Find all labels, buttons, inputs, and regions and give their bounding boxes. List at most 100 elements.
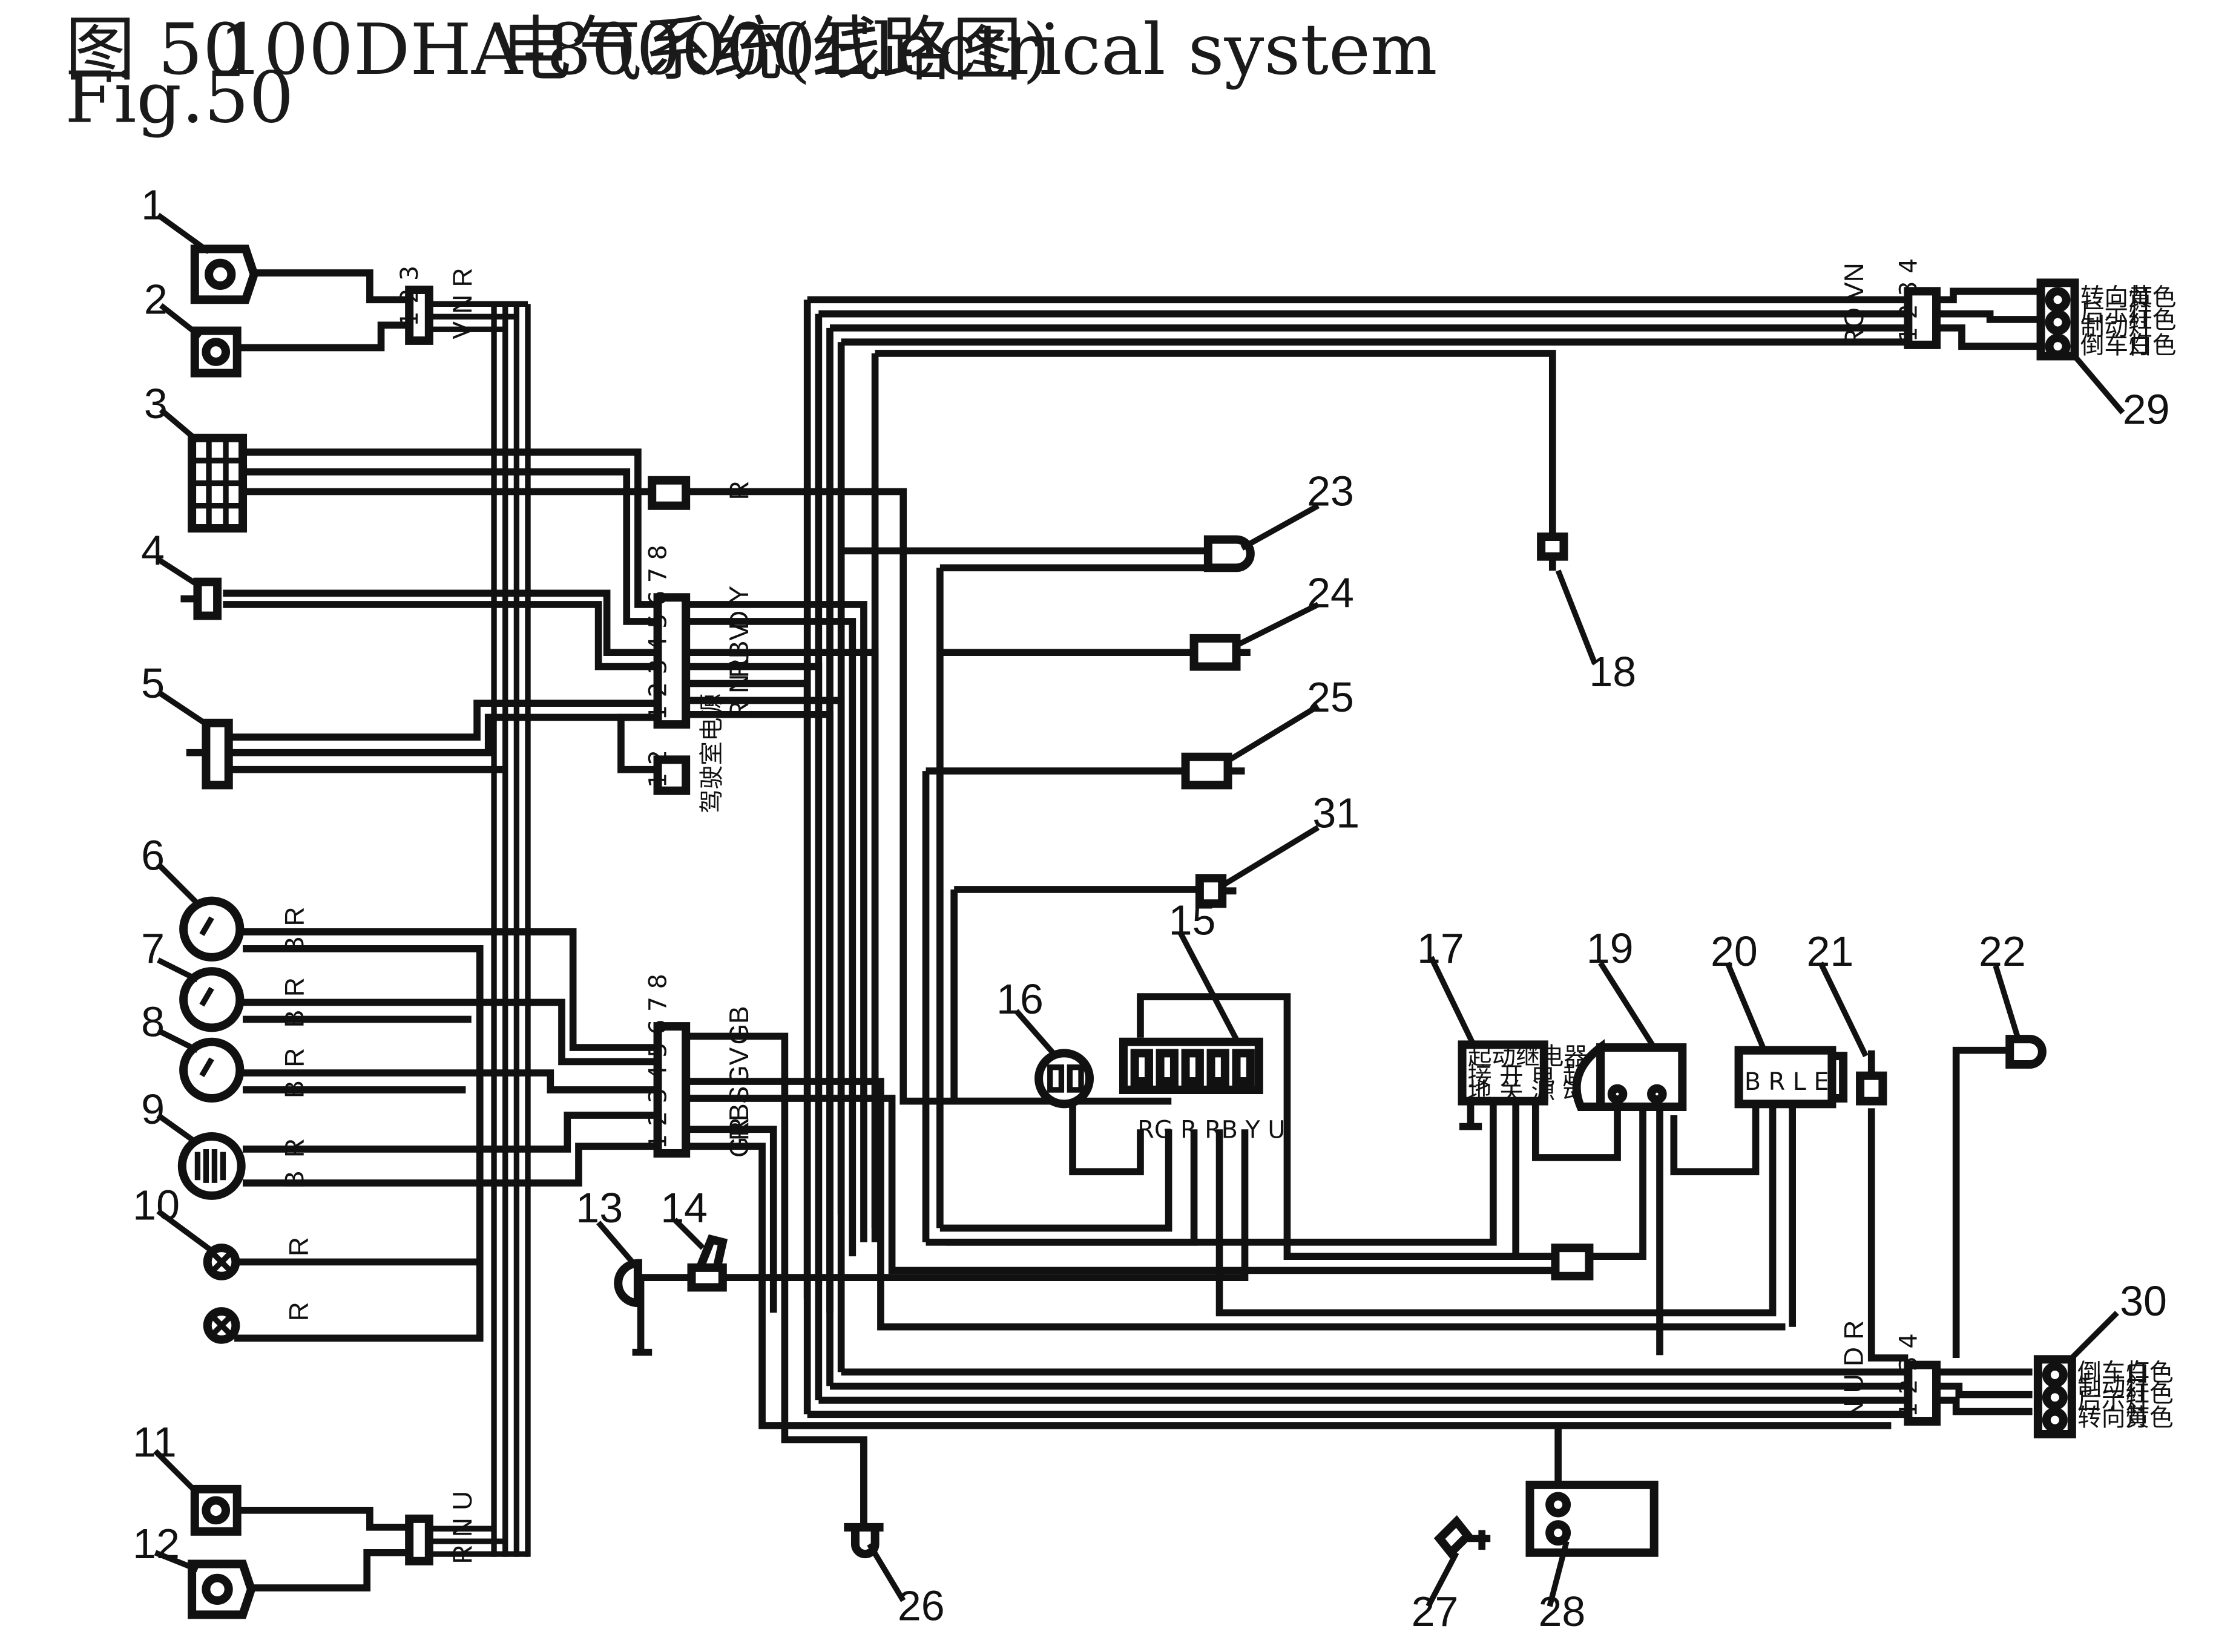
main-switch-27 <box>1433 1515 1474 1559</box>
pins-cab: 1 2 <box>645 750 672 788</box>
callout-leaders <box>153 212 2125 1608</box>
callout-16: 16 <box>996 975 1044 1023</box>
wire-code-7r: R <box>280 977 309 997</box>
connector-main-harness <box>653 593 691 729</box>
connector-starter <box>1551 1244 1594 1280</box>
sensor-24 <box>1189 634 1241 671</box>
callout-28: 28 <box>1538 1588 1585 1635</box>
rear-bot-l4: 转向灯 <box>2077 1404 2149 1432</box>
callout-11: 11 <box>133 1418 177 1466</box>
sensor-26 <box>844 1523 884 1559</box>
callout-26: 26 <box>898 1582 945 1630</box>
callout-31: 31 <box>1312 789 1360 836</box>
sensor-23 <box>1203 535 1255 572</box>
wire-labels: V N R R N U R D Y RBV R N U GB SGV RB GR… <box>280 263 2176 1564</box>
callout-4: 4 <box>141 527 165 574</box>
callout-3: 3 <box>144 380 168 427</box>
rear-top-c23: 红色 <box>2128 306 2176 334</box>
callout-30: 30 <box>2120 1277 2167 1325</box>
bulb-icon <box>205 258 236 290</box>
rear-top-l4: 倒车灯 <box>2080 332 2152 359</box>
sensor-25 <box>1181 752 1232 790</box>
sensor-4 <box>193 577 222 620</box>
wire-code-rear-bottom: N U D R <box>1840 1320 1869 1420</box>
callout-1: 1 <box>141 181 165 228</box>
wire-code-7b: B <box>280 1010 309 1028</box>
wire-code-vnr: V N R <box>448 267 478 339</box>
wire-code-rear-top: RO VN <box>1840 263 1869 347</box>
fuse-labels: RG R RB Y U <box>1137 1116 1285 1144</box>
callout-8: 8 <box>141 998 165 1045</box>
connector-top-left <box>405 285 433 345</box>
callout-25: 25 <box>1307 674 1354 721</box>
wire-code-rnu: R N U <box>725 647 754 721</box>
wire-code-9r: R <box>280 1138 309 1158</box>
callout-10: 10 <box>133 1182 180 1229</box>
wire-code-rbv: RBV <box>725 623 754 678</box>
switch-18 <box>1537 533 1568 561</box>
connector-single <box>648 476 691 510</box>
connector-rear-bottom <box>1904 1360 1941 1426</box>
wire-code-6r: R <box>280 907 309 926</box>
rear-top-c4: 白色 <box>2128 332 2176 359</box>
lamp-22 <box>2005 1035 2047 1069</box>
bulb-icon <box>202 338 231 366</box>
generator-20 <box>1734 1046 1836 1109</box>
rear-bot-c4: 黄色 <box>2125 1404 2173 1432</box>
rear-bot-l3: 后示灯 <box>2077 1387 2149 1415</box>
rear-bot-l1: 倒车灯 <box>2077 1359 2149 1386</box>
wire-code-10r-b: R <box>284 1302 314 1321</box>
connector-bottom-left <box>405 1514 433 1565</box>
pins-rear-bottom: 1 2 3 4 <box>1895 1333 1922 1417</box>
callout-21: 21 <box>1806 928 1853 975</box>
cab-power-label: 驾驶室电源 <box>698 693 726 813</box>
callout-29: 29 <box>2123 385 2170 433</box>
callout-24: 24 <box>1307 569 1354 617</box>
switch-21 <box>1856 1071 1887 1106</box>
callout-19: 19 <box>1587 925 1634 972</box>
rear-top-l2: 后示灯 <box>2080 299 2152 327</box>
callout-12: 12 <box>133 1520 180 1567</box>
wire-code-rb: RB <box>725 1103 754 1141</box>
connectors: 1 2 3 1 2 3 4 5 6 7 8 1 2 3 4 5 6 7 8 1 … <box>396 258 1941 1565</box>
wire-code-8b: B <box>280 1080 309 1098</box>
wire-code-10r: R <box>284 1237 314 1256</box>
wire-code-8r: R <box>280 1048 309 1067</box>
bulb-icon <box>202 1573 233 1605</box>
relay-row2: 地 关 源 动 <box>1468 1078 1587 1106</box>
pins-top: 1 2 3 <box>396 266 424 327</box>
generator-terminals: B R L E <box>1744 1068 1829 1096</box>
rear-top-c1: 黄色 <box>2128 284 2176 312</box>
wire-code-gb: GB <box>725 1006 754 1044</box>
callout-13: 13 <box>576 1184 623 1231</box>
callout-22: 22 <box>1979 928 2026 975</box>
rear-top-l1: 转向灯 <box>2080 284 2152 312</box>
title-cn: 电气系统(线路图) <box>501 9 1050 91</box>
wire-code-dy: D Y <box>725 586 754 630</box>
switch-5 <box>202 718 233 790</box>
gauge-8 <box>179 1037 245 1103</box>
wire-code-r: R <box>725 480 754 500</box>
rear-top-l3: 制动灯 <box>2080 313 2152 341</box>
callout-7: 7 <box>141 925 165 972</box>
callout-17: 17 <box>1417 925 1464 972</box>
callout-numbers: 1 2 3 4 5 6 7 8 9 10 11 12 13 14 15 16 1… <box>133 181 2169 1635</box>
wire-code-gr: GR <box>725 1117 754 1157</box>
pins-rear-top: 1 2 3 4 <box>1895 258 1922 343</box>
pins-main: 1 2 3 4 5 6 7 8 <box>645 545 672 720</box>
starter-relay-17 <box>1458 1040 1548 1106</box>
callout-2: 2 <box>144 276 168 323</box>
rear-bot-c23: 红色 <box>2125 1380 2173 1408</box>
wire-code-9b: B <box>280 1171 309 1189</box>
rear-bot-c1: 白色 <box>2125 1359 2173 1386</box>
figure-number-cn: 图 50 <box>65 9 248 91</box>
connector-rear-top <box>1904 287 1941 349</box>
model-number: 100DHA-800000 <box>219 9 815 91</box>
relay-row1: 接 开 电 起 <box>1468 1063 1587 1090</box>
gauge-7 <box>179 967 245 1032</box>
wire-code-sgv: SGV <box>725 1047 754 1104</box>
callout-27: 27 <box>1412 1588 1459 1635</box>
wire-code-6b: B <box>280 937 309 955</box>
wire-code-rnu-bottom: R N U <box>448 1491 478 1564</box>
